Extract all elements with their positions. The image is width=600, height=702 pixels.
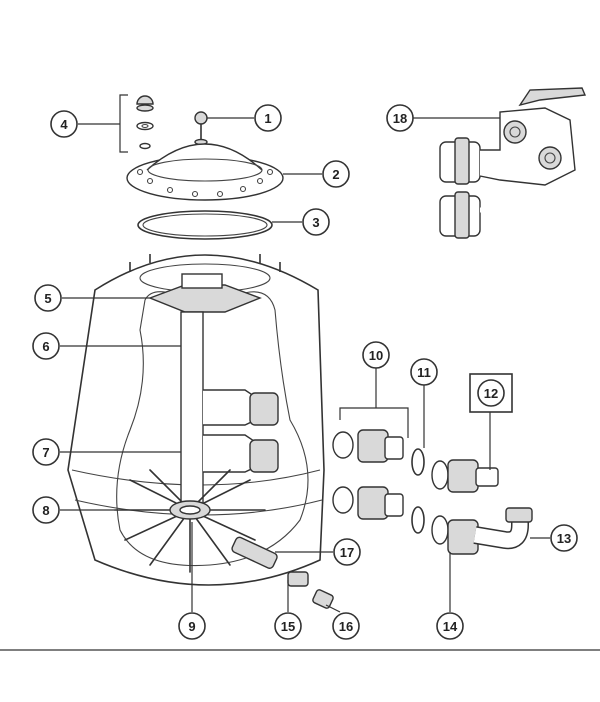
svg-text:11: 11 [417, 365, 431, 380]
callout-1: 1 [207, 104, 282, 132]
callout-11: 11 [410, 358, 438, 386]
callout-8: 8 [32, 496, 60, 524]
part-1-air-vent [194, 111, 208, 146]
part-11-orings [411, 385, 425, 534]
part-18-multiport-valve [412, 87, 587, 239]
part-13-elbow-pipe [473, 507, 550, 550]
callout-4: 4 [50, 110, 78, 138]
svg-text:6: 6 [42, 339, 49, 354]
callout-5: 5 [34, 284, 62, 312]
callout-15: 15 [274, 612, 302, 640]
svg-text:16: 16 [339, 619, 353, 634]
callout-2: 2 [322, 160, 350, 188]
svg-text:13: 13 [557, 531, 571, 546]
svg-text:18: 18 [393, 111, 407, 126]
callout-18: 18 [386, 104, 414, 132]
svg-text:1: 1 [264, 111, 271, 126]
callout-3: 3 [302, 208, 330, 236]
part-12-union-adapter [431, 410, 499, 493]
callout-14: 14 [436, 612, 464, 640]
part-4-small-fittings [78, 94, 154, 153]
part-14-union-nut [431, 515, 479, 612]
part-6-central-pipe [60, 311, 279, 508]
svg-text:9: 9 [188, 619, 195, 634]
svg-text:10: 10 [369, 348, 383, 363]
svg-text:5: 5 [44, 291, 51, 306]
callout-16: 16 [332, 612, 360, 640]
part-10-bulkhead-unions [332, 368, 409, 520]
part-17-drain-pipe [231, 536, 333, 569]
svg-text:2: 2 [332, 167, 339, 182]
callout-6: 6 [32, 332, 60, 360]
callout-10: 10 [362, 341, 390, 369]
callout-12: 12 [469, 373, 513, 413]
svg-text:14: 14 [443, 619, 458, 634]
part-3-oring [137, 210, 302, 240]
callout-7: 7 [32, 438, 60, 466]
part-16-drain-cap [312, 589, 341, 613]
svg-text:8: 8 [42, 503, 49, 518]
part-2-lid [126, 143, 322, 201]
svg-text:15: 15 [281, 619, 295, 634]
part-5-diffuser [62, 273, 262, 313]
callout-17: 17 [333, 538, 361, 566]
svg-text:3: 3 [312, 215, 319, 230]
svg-text:17: 17 [340, 545, 354, 560]
svg-text:12: 12 [484, 386, 498, 401]
callout-13: 13 [550, 524, 578, 552]
svg-text:4: 4 [60, 117, 68, 132]
svg-text:7: 7 [42, 445, 49, 460]
part-9-laterals [60, 469, 266, 612]
part-15-drain-fitting [287, 571, 309, 612]
callout-9: 9 [178, 612, 206, 640]
